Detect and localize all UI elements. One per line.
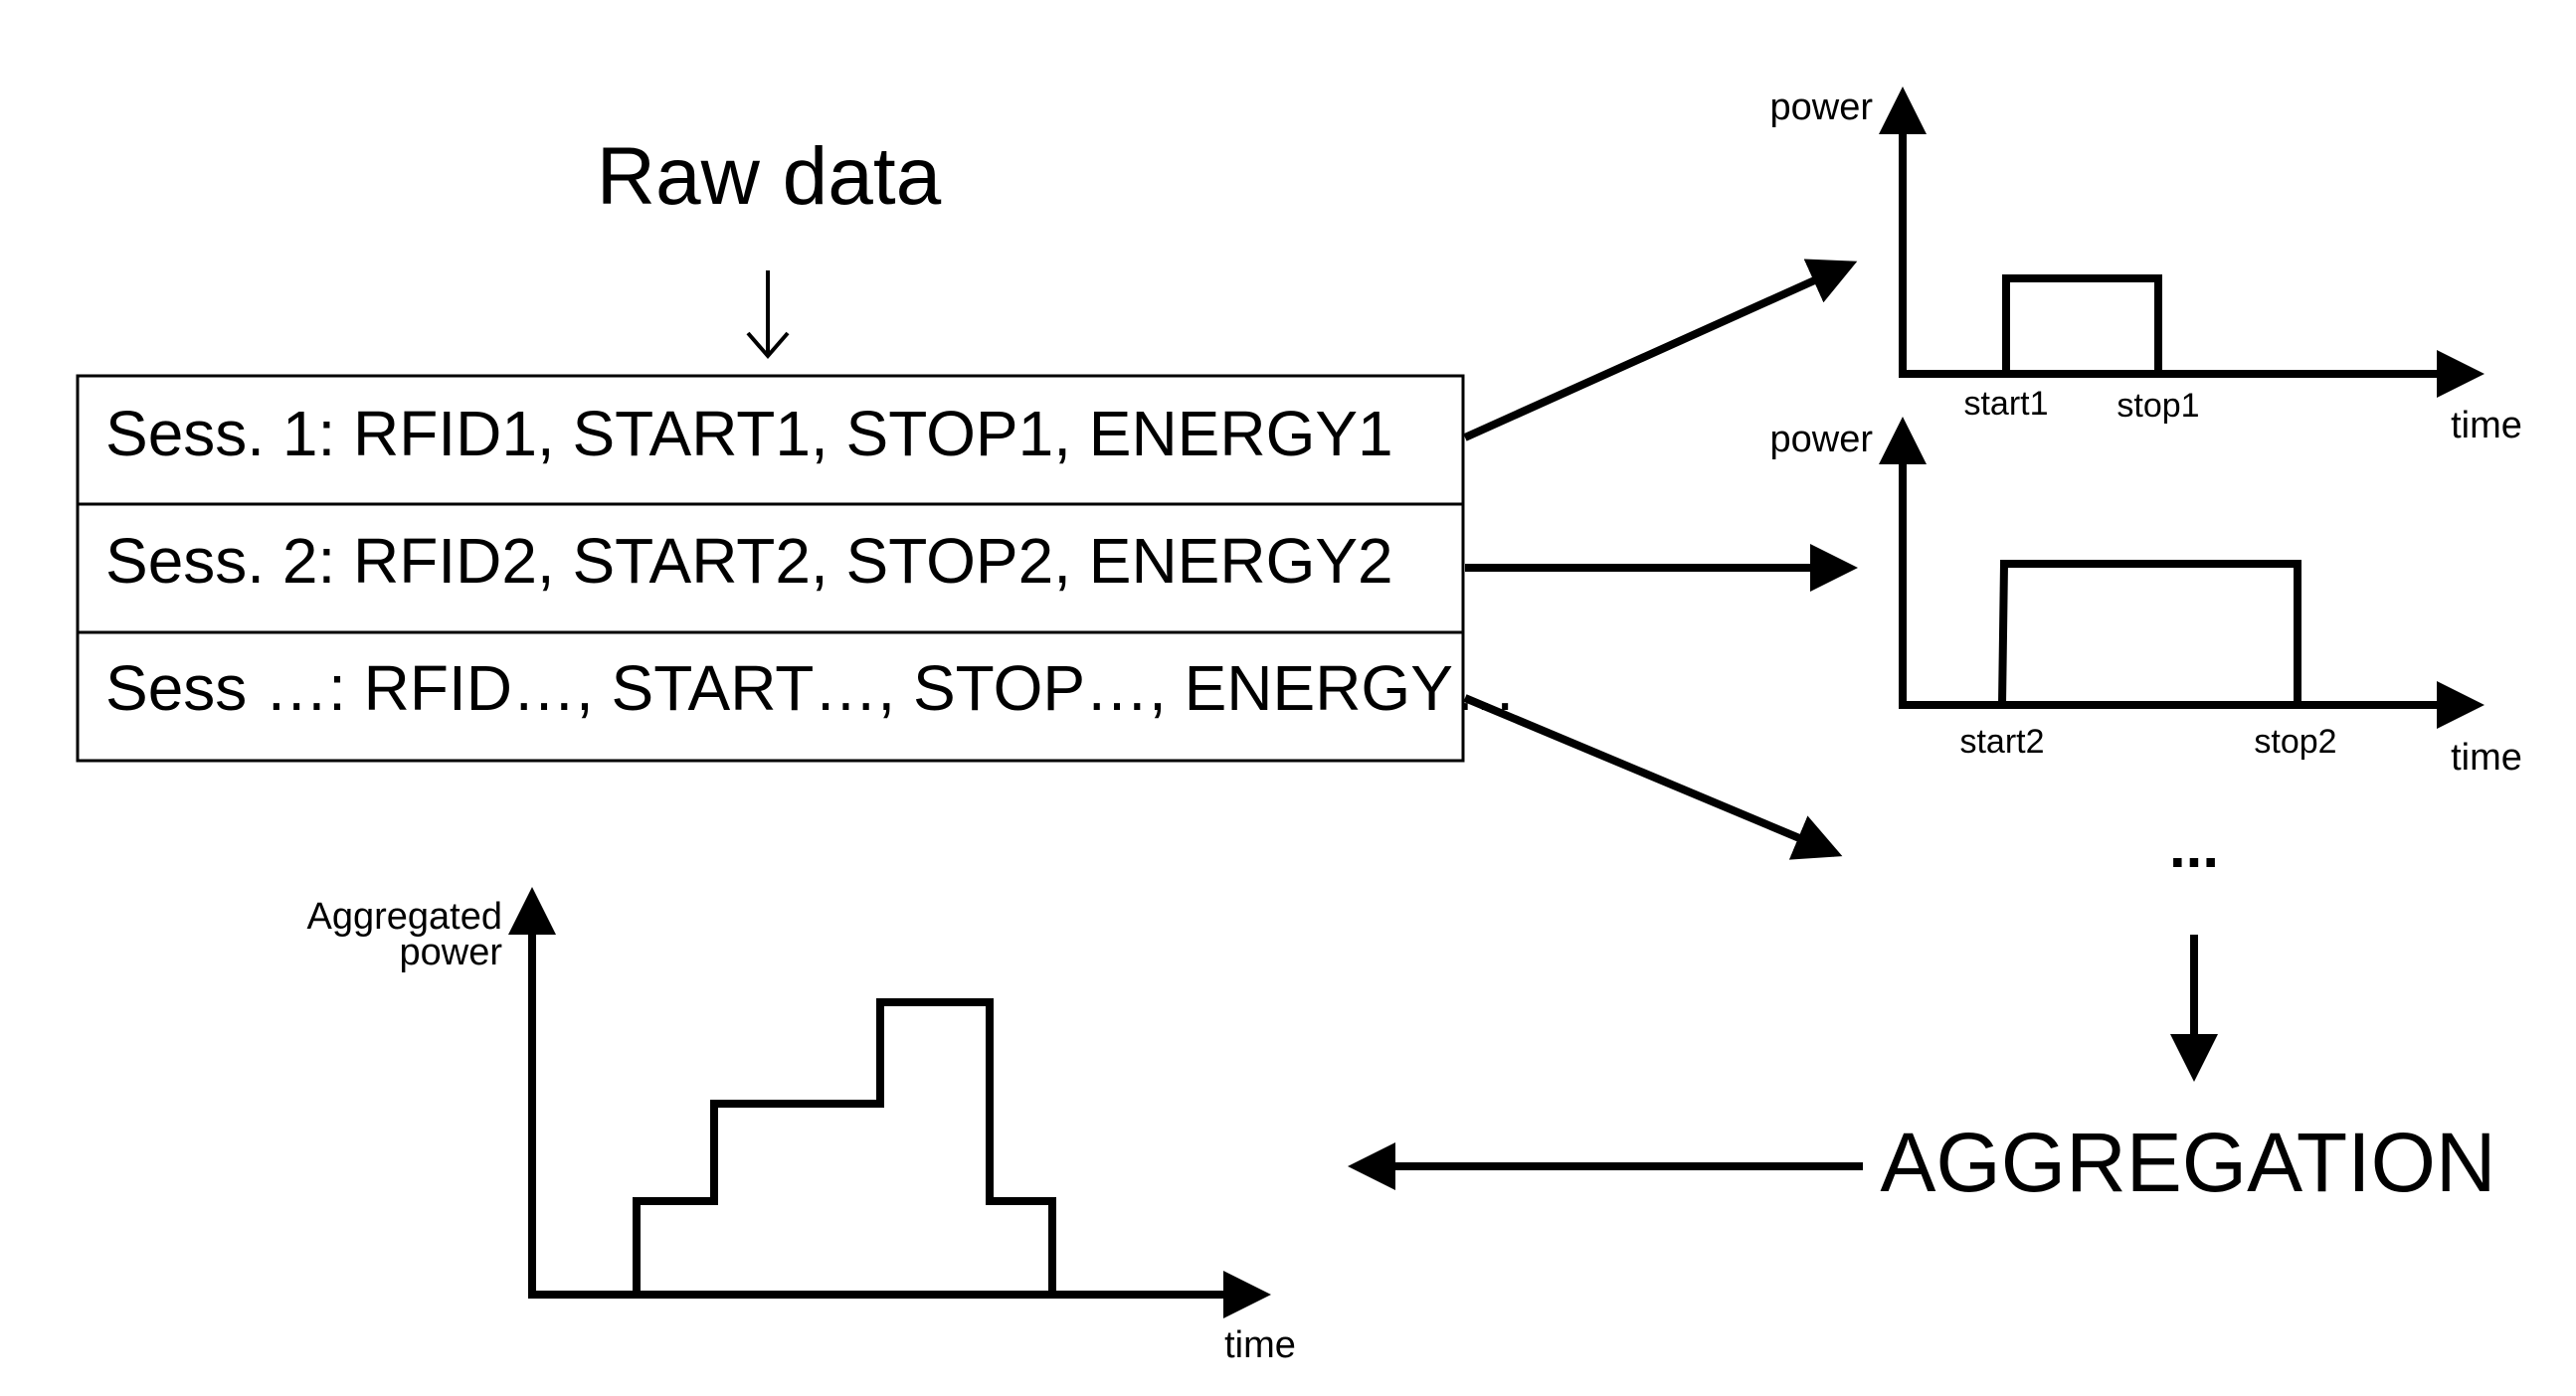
plot1-power-pulse [2002,274,2162,374]
session-row-2: Sess. 2: RFID2, START2, STOP2, ENERGY2 [105,525,1393,597]
aggregated-y-label-line1: Aggregated [307,896,503,938]
raw-data-title: Raw data [597,131,942,222]
session-row-1: Sess. 1: RFID1, START1, STOP1, ENERGY1 [105,398,1393,469]
aggregated-power-plot: Aggregated power time [307,887,1296,1366]
power-plot-session-1: power time start1 stop1 [1770,87,2522,446]
arrow-session-n-to-ellipsis [1463,694,1843,860]
power-plot-session-2: power time start2 stop2 [1770,417,2522,779]
plot1-y-label: power [1770,87,1874,128]
plot1-x-label: time [2451,405,2522,446]
more-plots-ellipsis: ... [2169,813,2219,880]
aggregated-y-label-line2: power [400,932,503,973]
plot1-stop-label: stop1 [2116,387,2199,425]
plot2-stop-label: stop2 [2254,723,2336,761]
sessions-table: Sess. 1: RFID1, START1, STOP1, ENERGY1 S… [76,374,1517,763]
arrow-session1-to-plot1 [1463,259,1858,441]
aggregated-x-label: time [1224,1324,1296,1366]
plot2-start-label: start2 [1959,723,2044,761]
aggregated-power-profile [633,998,1056,1295]
session-row-n: Sess …: RFID…, START…, STOP…, ENERGY… [105,652,1517,724]
aggregation-label: AGGREGATION [1880,1116,2495,1209]
plot1-start-label: start1 [1963,385,2048,423]
plot2-x-label: time [2451,737,2522,779]
down-arrow-icon [746,270,790,360]
plot2-power-pulse [1998,560,2301,706]
plot2-y-label: power [1770,419,1874,460]
